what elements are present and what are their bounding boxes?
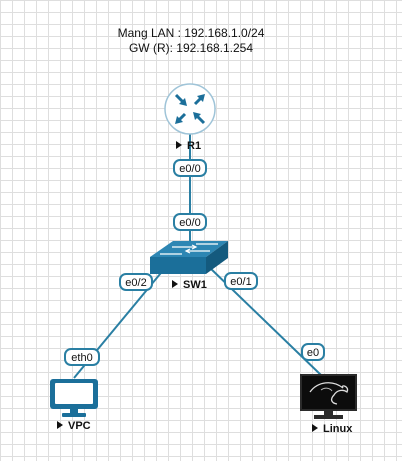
vpc-label: VPC — [68, 420, 91, 432]
router-icon — [164, 83, 216, 135]
iface-linux-e0[interactable]: e0 — [301, 343, 325, 361]
switch-icon — [150, 241, 228, 274]
monitor-icon — [50, 379, 98, 417]
linux-label: Linux — [323, 423, 353, 435]
vpc-run-indicator — [57, 421, 63, 429]
r1-run-indicator — [176, 141, 182, 149]
svg-text:e0/0: e0/0 — [179, 217, 200, 229]
iface-sw1-e0-2[interactable]: e0/2 — [119, 273, 153, 291]
gateway-note: GW (R): 192.168.1.254 — [129, 41, 253, 55]
iface-sw1-e0-1[interactable]: e0/1 — [224, 272, 258, 290]
svg-text:e0/2: e0/2 — [125, 277, 146, 289]
iface-r1-e0-0[interactable]: e0/0 — [173, 159, 207, 177]
iface-sw1-e0-0[interactable]: e0/0 — [173, 213, 207, 231]
svg-text:e0/0: e0/0 — [179, 163, 200, 175]
iface-vpc-eth0[interactable]: eth0 — [64, 348, 100, 366]
svg-text:eth0: eth0 — [71, 352, 92, 364]
node-linux[interactable]: Linux — [300, 374, 357, 435]
node-sw1[interactable]: SW1 — [150, 241, 228, 291]
sw1-run-indicator — [172, 280, 178, 288]
linux-run-indicator — [312, 424, 318, 432]
node-vpc[interactable]: VPC — [50, 379, 98, 432]
svg-text:e0/1: e0/1 — [230, 276, 251, 288]
r1-label: R1 — [187, 140, 201, 152]
kali-linux-icon — [300, 374, 357, 419]
svg-text:e0: e0 — [307, 347, 319, 359]
node-r1[interactable]: R1 — [164, 83, 216, 152]
sw1-label: SW1 — [183, 279, 207, 291]
lan-network-note: Mang LAN : 192.168.1.0/24 — [118, 26, 265, 40]
